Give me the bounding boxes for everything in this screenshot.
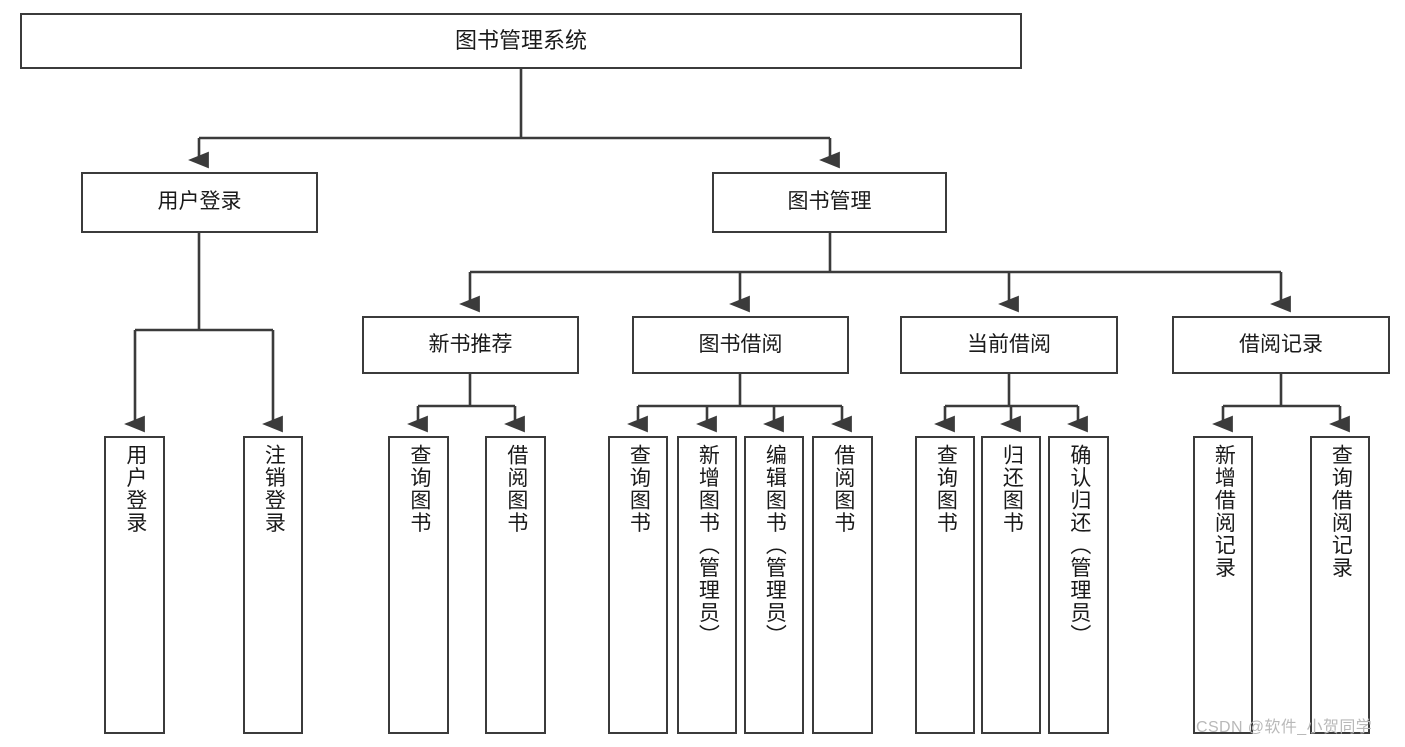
- leaf-return-book[interactable]: 归还图书: [981, 436, 1041, 734]
- node-label: 查询借阅记录: [1329, 444, 1353, 579]
- node-label: 查询图书: [627, 444, 651, 534]
- node-book-borrow[interactable]: 图书借阅: [632, 316, 849, 374]
- node-label: 新增图书（管理员）: [696, 444, 720, 647]
- node-new-book-recommend[interactable]: 新书推荐: [362, 316, 579, 374]
- leaf-lend-book[interactable]: 借阅图书: [812, 436, 873, 734]
- node-label: 注销登录: [262, 444, 286, 534]
- leaf-query-book-recommend[interactable]: 查询图书: [388, 436, 449, 734]
- node-label: 新书推荐: [428, 332, 513, 356]
- node-label: 借阅记录: [1239, 332, 1323, 356]
- node-label: 借阅图书: [504, 444, 528, 534]
- node-current-borrow[interactable]: 当前借阅: [900, 316, 1118, 374]
- node-label: 用户登录: [123, 444, 147, 534]
- leaf-query-book-borrow[interactable]: 查询图书: [608, 436, 668, 734]
- node-label: 图书管理系统: [454, 28, 587, 54]
- node-label: 用户登录: [157, 190, 242, 214]
- leaf-confirm-return-admin[interactable]: 确认归还（管理员）: [1048, 436, 1109, 734]
- node-label: 确认归还（管理员）: [1067, 444, 1091, 647]
- leaf-borrow-book-recommend[interactable]: 借阅图书: [485, 436, 546, 734]
- node-label: 查询图书: [407, 444, 431, 534]
- leaf-query-borrow-record[interactable]: 查询借阅记录: [1310, 436, 1370, 734]
- node-label: 图书管理: [787, 190, 872, 214]
- node-label: 图书借阅: [698, 332, 783, 356]
- node-label: 编辑图书（管理员）: [763, 444, 787, 647]
- csdn-watermark: CSDN @软件_小贺同学: [1196, 719, 1373, 736]
- leaf-user-login[interactable]: 用户登录: [104, 436, 165, 734]
- node-label: 查询图书: [934, 444, 958, 534]
- node-borrow-records[interactable]: 借阅记录: [1172, 316, 1390, 374]
- leaf-add-book-admin[interactable]: 新增图书（管理员）: [677, 436, 737, 734]
- node-book-management[interactable]: 图书管理: [712, 172, 947, 233]
- node-user-login[interactable]: 用户登录: [81, 172, 318, 233]
- leaf-edit-book-admin[interactable]: 编辑图书（管理员）: [744, 436, 804, 734]
- leaf-logout[interactable]: 注销登录: [243, 436, 303, 734]
- node-root-system[interactable]: 图书管理系统: [20, 13, 1022, 69]
- leaf-query-book-current[interactable]: 查询图书: [915, 436, 975, 734]
- leaf-add-borrow-record[interactable]: 新增借阅记录: [1193, 436, 1253, 734]
- node-label: 当前借阅: [967, 332, 1051, 356]
- node-label: 借阅图书: [831, 444, 855, 534]
- node-label: 新增借阅记录: [1212, 444, 1236, 579]
- node-label: 归还图书: [1000, 444, 1024, 534]
